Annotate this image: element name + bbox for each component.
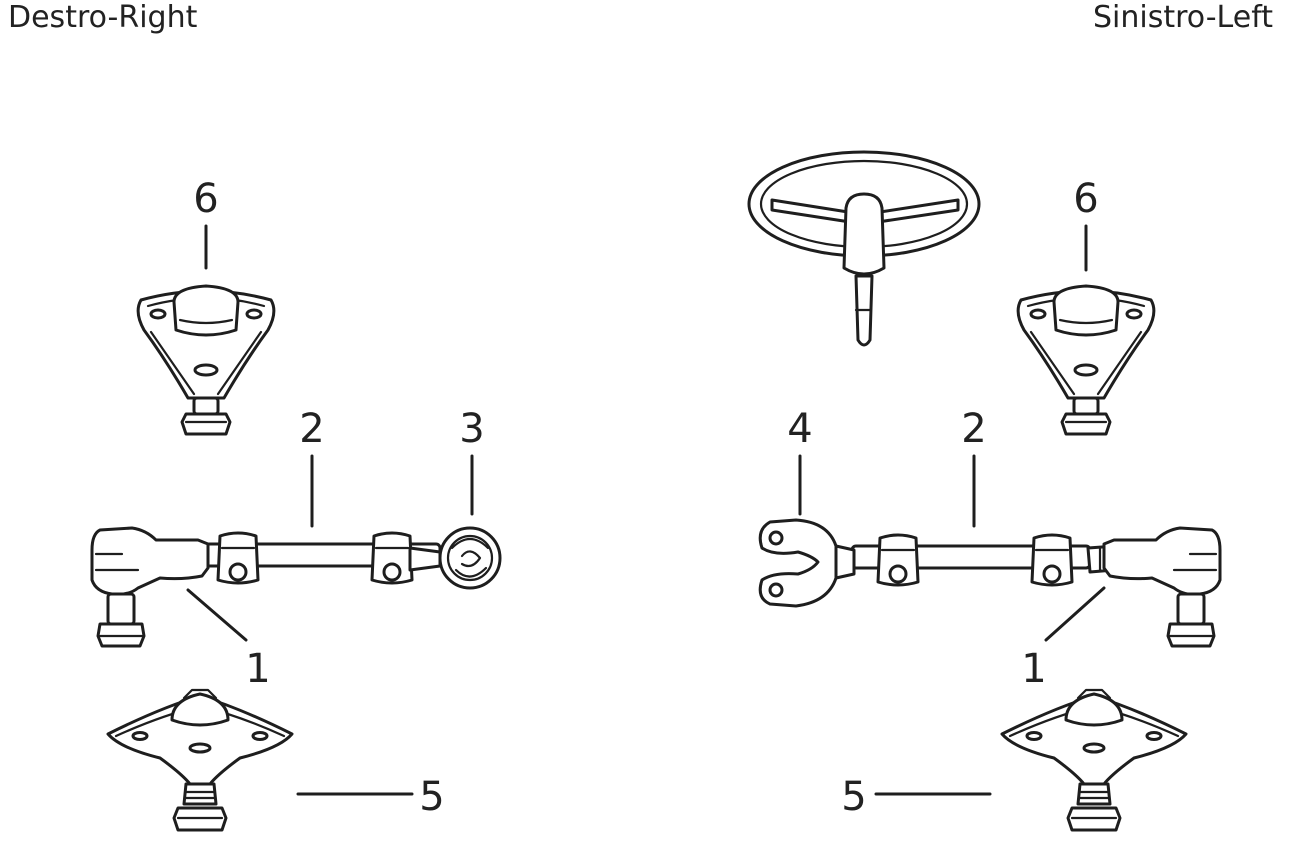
upper-ball-joint-left <box>1016 284 1156 436</box>
callout-4-right: 4 <box>787 406 812 452</box>
callout-2-left: 2 <box>299 406 324 452</box>
heading-sinistro-left: Sinistro-Left <box>1093 0 1273 35</box>
heading-destro-right: Destro-Right <box>8 0 198 35</box>
callout-3-left: 3 <box>459 406 484 452</box>
callout-6-left: 6 <box>193 176 218 222</box>
lower-ball-joint-left <box>1000 688 1188 832</box>
callout-5-right: 5 <box>841 774 866 820</box>
clevis-fork-part-4 <box>758 518 856 608</box>
callout-2-right: 2 <box>961 406 986 452</box>
steering-wheel-icon <box>747 150 981 347</box>
callout-5-left: 5 <box>419 774 444 820</box>
upper-ball-joint-right <box>136 284 276 436</box>
callout-1-right: 1 <box>1021 646 1046 692</box>
tie-rod-end-right <box>90 526 210 648</box>
callout-1-left: 1 <box>245 646 270 692</box>
left-assembly <box>90 224 502 832</box>
lower-ball-joint-right <box>106 688 294 832</box>
right-assembly <box>747 150 1222 832</box>
callout-6-right: 6 <box>1073 176 1098 222</box>
